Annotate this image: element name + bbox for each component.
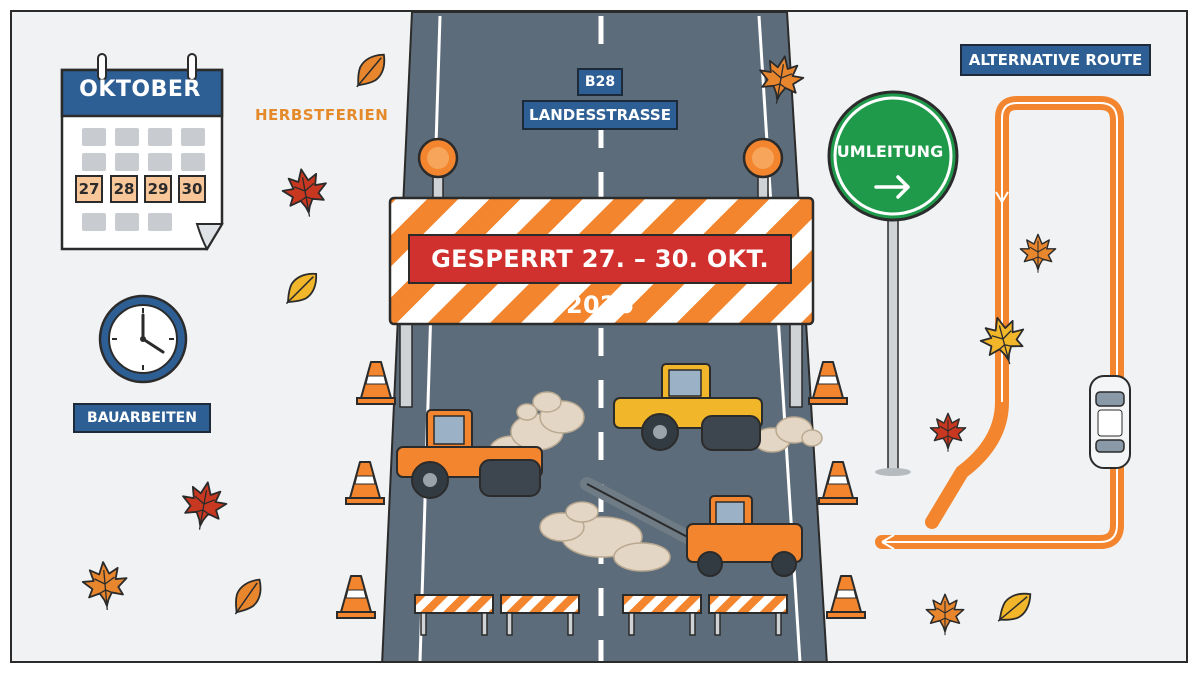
- calendar-month: OKTOBER: [79, 77, 201, 102]
- traffic-cone-icon: [336, 575, 376, 619]
- dust-cloud: [539, 501, 671, 572]
- traffic-cone-icon: [356, 361, 396, 405]
- alternative-route-line: [875, 96, 1124, 550]
- autumn-leaf-icon: [176, 477, 231, 535]
- scene-drawing: [60, 12, 1131, 661]
- road-name-label: LANDESSTRASSE: [522, 100, 678, 130]
- autumn-leaf-icon: [278, 164, 333, 222]
- warning-light-icon: [742, 137, 784, 201]
- road-milling-machine-icon: [580, 477, 803, 577]
- bauarbeiten-label: BAUARBEITEN: [73, 403, 211, 433]
- clock-icon: [98, 294, 188, 384]
- autumn-leaf-icon: [1019, 233, 1057, 274]
- autumn-leaf-icon: [929, 412, 967, 453]
- road-edge-line-left: [418, 15, 442, 661]
- road-roller-icon: [613, 363, 763, 451]
- autumn-leaf-icon: [278, 265, 325, 312]
- calendar-day-highlighted: 28: [110, 175, 138, 203]
- closure-banner: GESPERRT 27. – 30. OKT. 2026: [408, 234, 792, 319]
- alternative-route-label: ALTERNATIVE ROUTE: [960, 44, 1151, 76]
- road-roller-icon: [396, 409, 543, 499]
- dust-cloud: [753, 416, 823, 453]
- road-number-label: B28: [577, 68, 623, 96]
- calendar-day-highlighted: 29: [144, 175, 172, 203]
- autumn-leaf-icon: [925, 593, 965, 636]
- calendar-icon: [60, 53, 224, 251]
- traffic-cone-icon: [808, 361, 848, 405]
- autumn-leaf-icon: [347, 46, 393, 95]
- calendar-day-highlighted: 30: [178, 175, 206, 203]
- traffic-cone-icon: [826, 575, 866, 619]
- herbstferien-label: HERBSTFERIEN: [255, 106, 389, 124]
- detour-sign-label: UMLEITUNG: [836, 142, 944, 161]
- traffic-cone-icon: [345, 461, 385, 505]
- autumn-leaf-icon: [80, 559, 131, 613]
- autumn-leaf-icon: [225, 572, 270, 621]
- calendar-day-highlighted: 27: [75, 175, 103, 203]
- warning-light-icon: [417, 137, 459, 201]
- detour-sign: [827, 90, 959, 476]
- detour-arrow-icon: [874, 175, 910, 199]
- car-icon: [1089, 375, 1131, 469]
- traffic-cone-icon: [818, 461, 858, 505]
- autumn-leaf-icon: [990, 585, 1039, 631]
